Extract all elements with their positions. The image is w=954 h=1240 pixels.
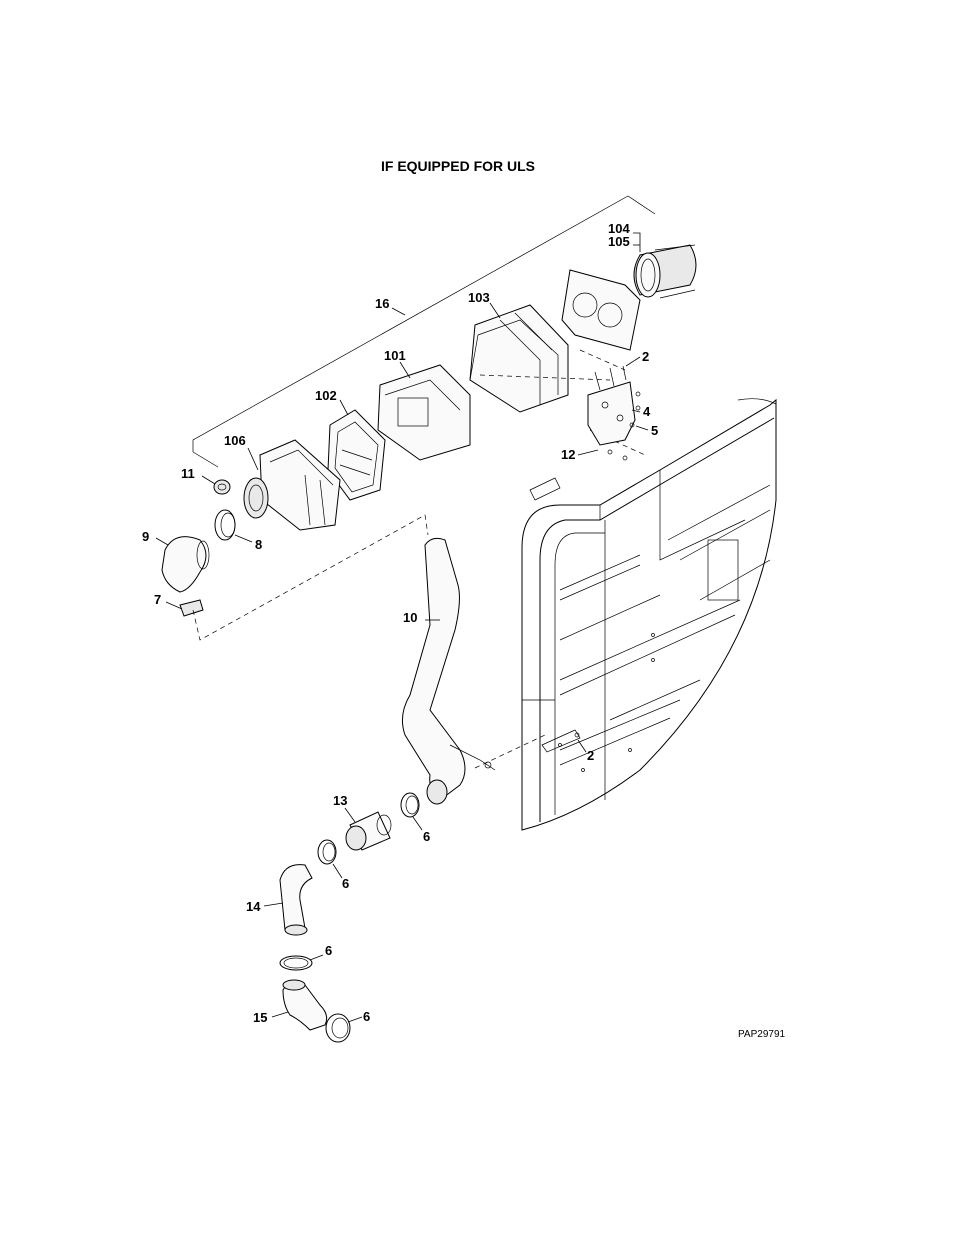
precleaner-cap-104 — [633, 244, 697, 299]
clip-7 — [179, 599, 204, 617]
clamp-6b — [317, 839, 337, 865]
callout-15: 15 — [253, 1010, 267, 1025]
callout-5: 5 — [651, 423, 658, 438]
clamp-6c — [279, 955, 313, 971]
callout-104: 104 — [608, 221, 630, 236]
mounting-bracket — [587, 365, 641, 461]
callout-9: 9 — [142, 529, 149, 544]
callout-12: 12 — [561, 447, 575, 462]
filter-housing-103 — [469, 304, 569, 413]
intake-tube-10 — [401, 537, 496, 805]
clamp-8 — [214, 509, 236, 541]
vacuator-valve-11 — [213, 479, 231, 495]
secondary-filter-102 — [327, 409, 386, 501]
callout-106: 106 — [224, 433, 246, 448]
callout-102: 102 — [315, 388, 337, 403]
chassis-frame — [521, 398, 777, 831]
callout-2-lower: 2 — [587, 748, 594, 763]
callout-7: 7 — [154, 592, 161, 607]
callout-101: 101 — [384, 348, 406, 363]
callout-11: 11 — [181, 466, 195, 481]
callout-8: 8 — [255, 537, 262, 552]
clamp-6d — [325, 1013, 351, 1043]
callout-105: 105 — [608, 234, 630, 249]
callout-13: 13 — [333, 793, 347, 808]
callout-labels: 104 105 16 103 2 101 102 4 5 106 12 11 9… — [142, 221, 658, 1025]
clamp-6a — [400, 792, 420, 818]
elbow-14 — [279, 864, 313, 936]
callout-6-c: 6 — [325, 943, 332, 958]
assembly-bracket-16 — [192, 195, 656, 468]
diagram-title: IF EQUIPPED FOR ULS — [381, 158, 536, 174]
leader-lines — [155, 232, 649, 1023]
callout-10: 10 — [403, 610, 417, 625]
callout-6-a: 6 — [423, 829, 430, 844]
callout-4: 4 — [643, 404, 651, 419]
elbow-15 — [282, 979, 328, 1031]
elbow-hose-9 — [161, 536, 210, 593]
filter-element-101 — [377, 364, 471, 461]
cover-plate — [561, 269, 641, 351]
drawing-number: PAP29791 — [738, 1029, 786, 1040]
callout-14: 14 — [246, 899, 261, 914]
coupling-13 — [345, 811, 392, 851]
callout-6-d: 6 — [363, 1009, 370, 1024]
callout-6-b: 6 — [342, 876, 349, 891]
air-cleaner-body-106 — [243, 439, 341, 531]
callout-2-upper: 2 — [642, 349, 649, 364]
callout-103: 103 — [468, 290, 490, 305]
callout-16: 16 — [375, 296, 389, 311]
